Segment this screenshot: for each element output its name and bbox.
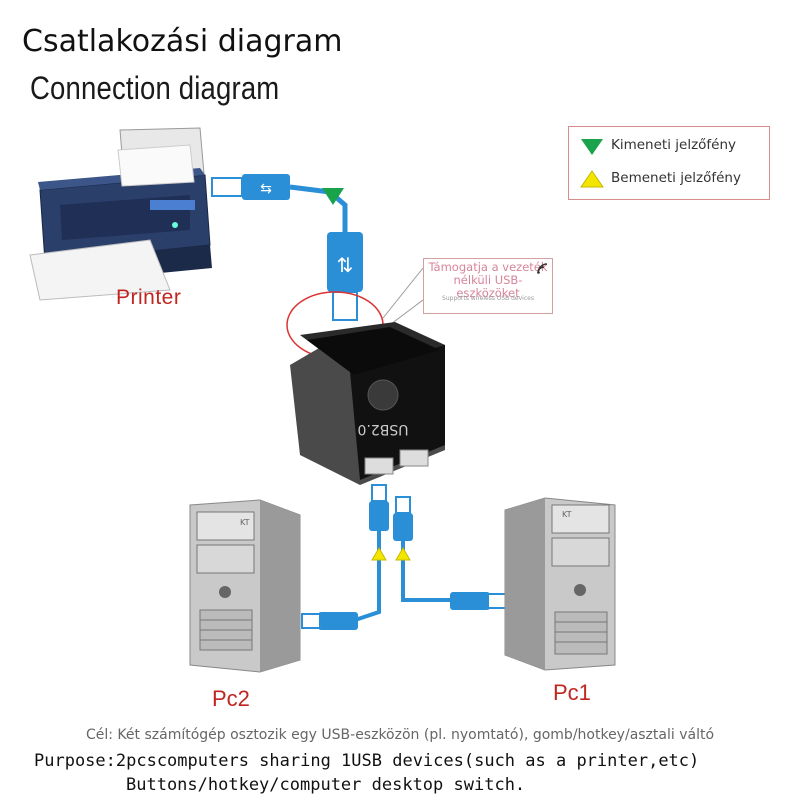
callout-fine-print: Supports wireless USB devices: [442, 295, 534, 302]
usb-switch-device: USB2.0: [290, 322, 445, 485]
pc1-badge: KT: [562, 510, 572, 519]
printer-image: [29, 127, 212, 301]
pc-cables: [301, 484, 507, 630]
legend-box: Kimeneti jelzőfény Bemeneti jelzőfény: [568, 126, 770, 200]
pc1-label: Pc1: [553, 680, 591, 705]
yellow-triangle-icon: [580, 170, 604, 188]
pc1-tower-image: KT: [504, 497, 616, 671]
purpose-english-line1: Purpose:2pcscomputers sharing 1USB devic…: [34, 751, 700, 771]
pc2-badge: KT: [240, 518, 250, 527]
pc2-label: Pc2: [212, 686, 250, 711]
legend-output-label: Kimeneti jelzőfény: [611, 137, 737, 153]
title-hungarian: Csatlakozási diagram: [22, 24, 343, 59]
svg-text:⇅: ⇅: [337, 253, 354, 277]
wifi-icon: [537, 263, 548, 274]
printer-label: Printer: [116, 286, 182, 309]
switch-button-icon: [367, 379, 399, 411]
purpose-english-line2: Buttons/hotkey/computer desktop switch.: [126, 775, 526, 795]
callout-text: Támogatja a vezeték nélküli USB-eszközök…: [428, 260, 548, 300]
legend-input-label: Bemeneti jelzőfény: [611, 170, 741, 186]
purpose-hungarian: Cél: Két számítógép osztozik egy USB-esz…: [85, 727, 715, 743]
wireless-callout: Támogatja a vezeték nélküli USB-eszközök…: [423, 258, 553, 314]
hub-label: USB2.0: [357, 421, 408, 437]
callout-line: [382, 267, 424, 319]
printer-cable: ⇆ ⇅: [211, 174, 363, 321]
pc2-tower-image: KT: [189, 499, 301, 673]
green-triangle-icon: [581, 139, 603, 155]
svg-text:⇆: ⇆: [260, 181, 272, 197]
title-english: Connection diagram: [30, 70, 280, 106]
